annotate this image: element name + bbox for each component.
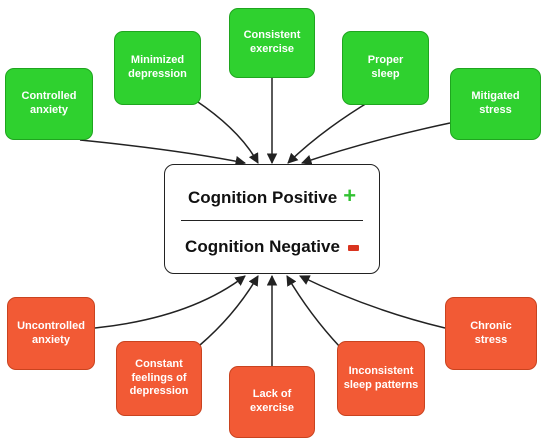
factor-lack-of-exercise: Lack of exercise bbox=[229, 366, 315, 438]
minus-icon bbox=[347, 244, 359, 251]
factor-proper-sleep: Proper sleep bbox=[342, 31, 429, 105]
arrow-uncontrolled-anxiety bbox=[94, 275, 246, 329]
cognition-positive-row: Cognition Positive + bbox=[165, 183, 379, 209]
factor-inconsistent-sleep: Inconsistent sleep patterns bbox=[337, 341, 425, 416]
factor-mitigated-stress: Mitigated stress bbox=[450, 68, 541, 140]
center-divider bbox=[181, 220, 363, 221]
arrow-chronic-stress bbox=[299, 275, 446, 329]
arrow-mitigated-stress bbox=[301, 122, 451, 165]
cognition-box: Cognition Positive + Cognition Negative bbox=[164, 164, 380, 274]
plus-icon: + bbox=[343, 183, 357, 208]
arrow-constant-depression bbox=[199, 275, 259, 346]
cognition-negative-label: Cognition Negative bbox=[185, 237, 340, 256]
arrow-minimized-depression bbox=[194, 99, 259, 164]
factor-chronic-stress: Chronic stress bbox=[445, 297, 537, 370]
arrow-controlled-anxiety bbox=[79, 139, 247, 167]
factor-consistent-exercise: Consistent exercise bbox=[229, 8, 315, 78]
cognition-positive-label: Cognition Positive bbox=[187, 188, 338, 207]
factor-controlled-anxiety: Controlled anxiety bbox=[5, 68, 93, 140]
cognition-negative-row: Cognition Negative bbox=[165, 237, 379, 257]
arrow-inconsistent-sleep bbox=[286, 275, 341, 348]
factor-uncontrolled-anxiety: Uncontrolled anxiety bbox=[7, 297, 95, 370]
factor-constant-depression: Constant feelings of depression bbox=[116, 341, 202, 416]
factor-minimized-depression: Minimized depression bbox=[114, 31, 201, 105]
arrow-proper-sleep bbox=[287, 99, 373, 164]
